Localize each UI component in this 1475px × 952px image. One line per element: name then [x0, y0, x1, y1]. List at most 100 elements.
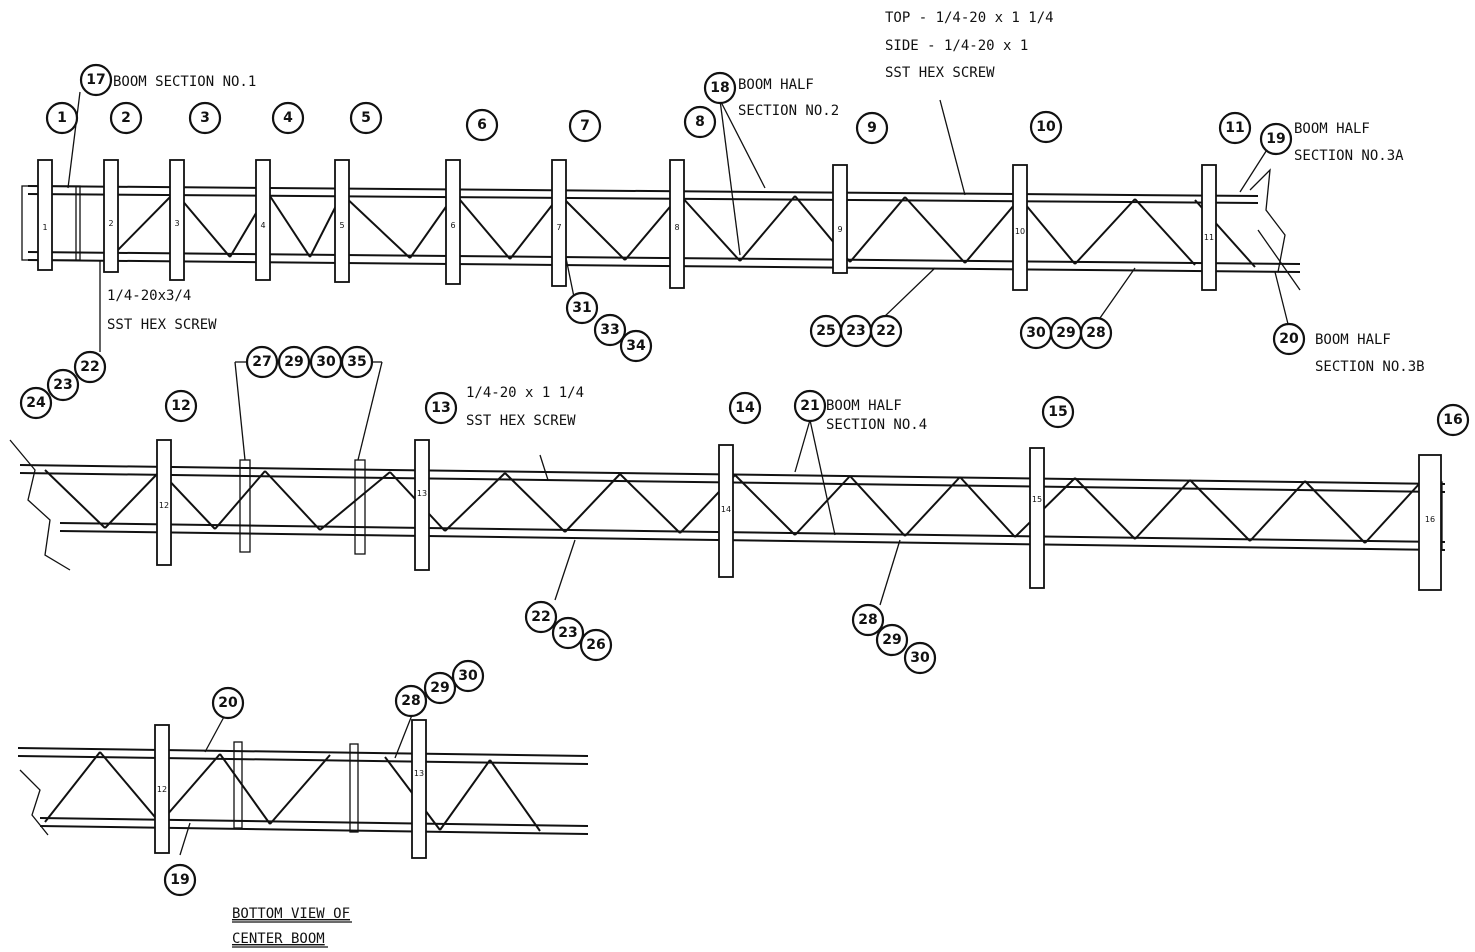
callout-bubble-29-bottom: 29 [423, 671, 457, 705]
svg-text:29: 29 [430, 680, 449, 696]
label-bottom-view: BOTTOM VIEW OF [232, 906, 350, 922]
callout-bubble-23-left: 23 [46, 368, 80, 402]
frame-14 [718, 444, 734, 578]
svg-text:7: 7 [580, 118, 590, 134]
callout-bubble-8: 8 [683, 105, 717, 139]
frame-8 [669, 159, 685, 289]
label-boom-half-3b: BOOM HALF [1315, 332, 1391, 348]
frame-number-10: 10 [1015, 227, 1025, 236]
frame-15 [1029, 447, 1045, 589]
label-center-boom: CENTER BOOM [232, 931, 325, 947]
frame-1 [37, 159, 53, 271]
frame-number-11: 11 [1204, 233, 1214, 242]
svg-text:22: 22 [876, 323, 895, 339]
svg-text:29: 29 [1056, 325, 1075, 341]
label-section-4: SECTION NO.4 [826, 417, 927, 433]
callout-bubble-6: 6 [465, 108, 499, 142]
svg-text:28: 28 [401, 693, 420, 709]
frame-number-9: 9 [837, 225, 842, 234]
label-side-screw: SIDE - 1/4-20 x 1 [885, 38, 1028, 54]
callout-bubble-3: 3 [188, 101, 222, 135]
frame-number-1: 1 [42, 223, 47, 232]
label-section-3a: SECTION NO.3A [1294, 148, 1404, 164]
svg-text:9: 9 [867, 120, 877, 136]
svg-text:27: 27 [252, 354, 271, 370]
svg-text:28: 28 [1086, 325, 1105, 341]
frame-7 [551, 159, 567, 287]
callout-bubble-30-top: 30 [1019, 316, 1053, 350]
frame-number-12: 12 [159, 501, 169, 510]
svg-text:20: 20 [218, 695, 238, 711]
callout-bubble-27: 27 [245, 345, 279, 379]
svg-text:11: 11 [1225, 120, 1244, 136]
label-sst-hex-top: SST HEX SCREW [885, 65, 995, 81]
frame-number-13-bottom: 13 [414, 769, 424, 778]
svg-text:30: 30 [316, 354, 336, 370]
callout-bubble-22-mid: 22 [524, 600, 558, 634]
callout-bubble-11: 11 [1218, 111, 1252, 145]
svg-text:34: 34 [626, 338, 646, 354]
svg-text:19: 19 [170, 872, 189, 888]
frame-9 [832, 164, 848, 274]
svg-text:29: 29 [882, 632, 901, 648]
svg-text:30: 30 [910, 650, 930, 666]
callout-bubble-1: 1 [45, 101, 79, 135]
svg-text:23: 23 [53, 377, 72, 393]
frame-number-13: 13 [417, 489, 427, 498]
label-boom-half-4: BOOM HALF [826, 398, 902, 414]
svg-text:5: 5 [361, 110, 371, 126]
frame-number-8: 8 [674, 223, 679, 232]
callout-bubble-30-bottom: 30 [451, 659, 485, 693]
frame-number-4: 4 [260, 221, 265, 230]
bottom-view-truss [17, 741, 589, 836]
svg-text:30: 30 [1026, 325, 1046, 341]
label-boom-half-3a: BOOM HALF [1294, 121, 1370, 137]
svg-text:35: 35 [347, 354, 366, 370]
svg-text:22: 22 [531, 609, 550, 625]
callout-bubble-23-mid: 23 [551, 616, 585, 650]
label-sst-hex-3-4: SST HEX SCREW [107, 317, 217, 333]
svg-text:4: 4 [283, 110, 293, 126]
frame-number-16: 16 [1425, 515, 1435, 524]
svg-text:13: 13 [431, 400, 450, 416]
frame-number-12-bottom: 12 [157, 785, 167, 794]
svg-text:1: 1 [57, 110, 67, 126]
frame-number-6: 6 [450, 221, 455, 230]
frame-number-3: 3 [174, 219, 179, 228]
callout-bubble-30-mid2: 30 [903, 641, 937, 675]
callout-bubble-31: 31 [565, 291, 599, 325]
frame-12-bottom [154, 724, 170, 854]
svg-text:14: 14 [735, 400, 755, 416]
middle-boom-truss [9, 439, 1446, 571]
svg-text:25: 25 [816, 323, 835, 339]
callout-bubble-30-mid: 30 [309, 345, 343, 379]
callout-bubble-5: 5 [349, 101, 383, 135]
callout-bubble-10: 10 [1029, 110, 1063, 144]
svg-text:16: 16 [1443, 412, 1462, 428]
bottom-view-frames [154, 719, 427, 859]
callout-bubble-25: 25 [809, 314, 843, 348]
label-boom-half-2a: BOOM HALF [738, 77, 814, 93]
frame-13 [414, 439, 430, 571]
callout-bubble-19-bottom: 19 [163, 863, 197, 897]
svg-text:6: 6 [477, 117, 487, 133]
svg-text:22: 22 [80, 359, 99, 375]
frame-11 [1201, 164, 1217, 291]
middle-boom-frames [156, 439, 1442, 591]
callout-bubble-21: 21 [793, 389, 827, 423]
frame-5 [334, 159, 350, 283]
callout-labels: BOOM SECTION NO.1 BOOM HALF SECTION NO.2… [107, 10, 1425, 948]
callout-bubble-4: 4 [271, 101, 305, 135]
svg-text:23: 23 [846, 323, 865, 339]
callout-bubble-13: 13 [424, 391, 458, 425]
frame-4 [255, 159, 271, 281]
frame-12 [156, 439, 172, 566]
middle-frame-numbers: 12 13 14 15 16 [159, 489, 1435, 524]
svg-text:3: 3 [200, 110, 210, 126]
frame-16 [1418, 454, 1442, 591]
label-section-3b: SECTION NO.3B [1315, 359, 1425, 375]
callout-bubble-28-mid: 28 [851, 603, 885, 637]
item-callout-bubbles: 1 2 3 4 5 6 7 8 9 10 11 17 18 19 31 33 3… [19, 63, 1470, 897]
callout-bubble-22-left: 22 [73, 350, 107, 384]
callout-bubble-18: 18 [703, 71, 737, 105]
